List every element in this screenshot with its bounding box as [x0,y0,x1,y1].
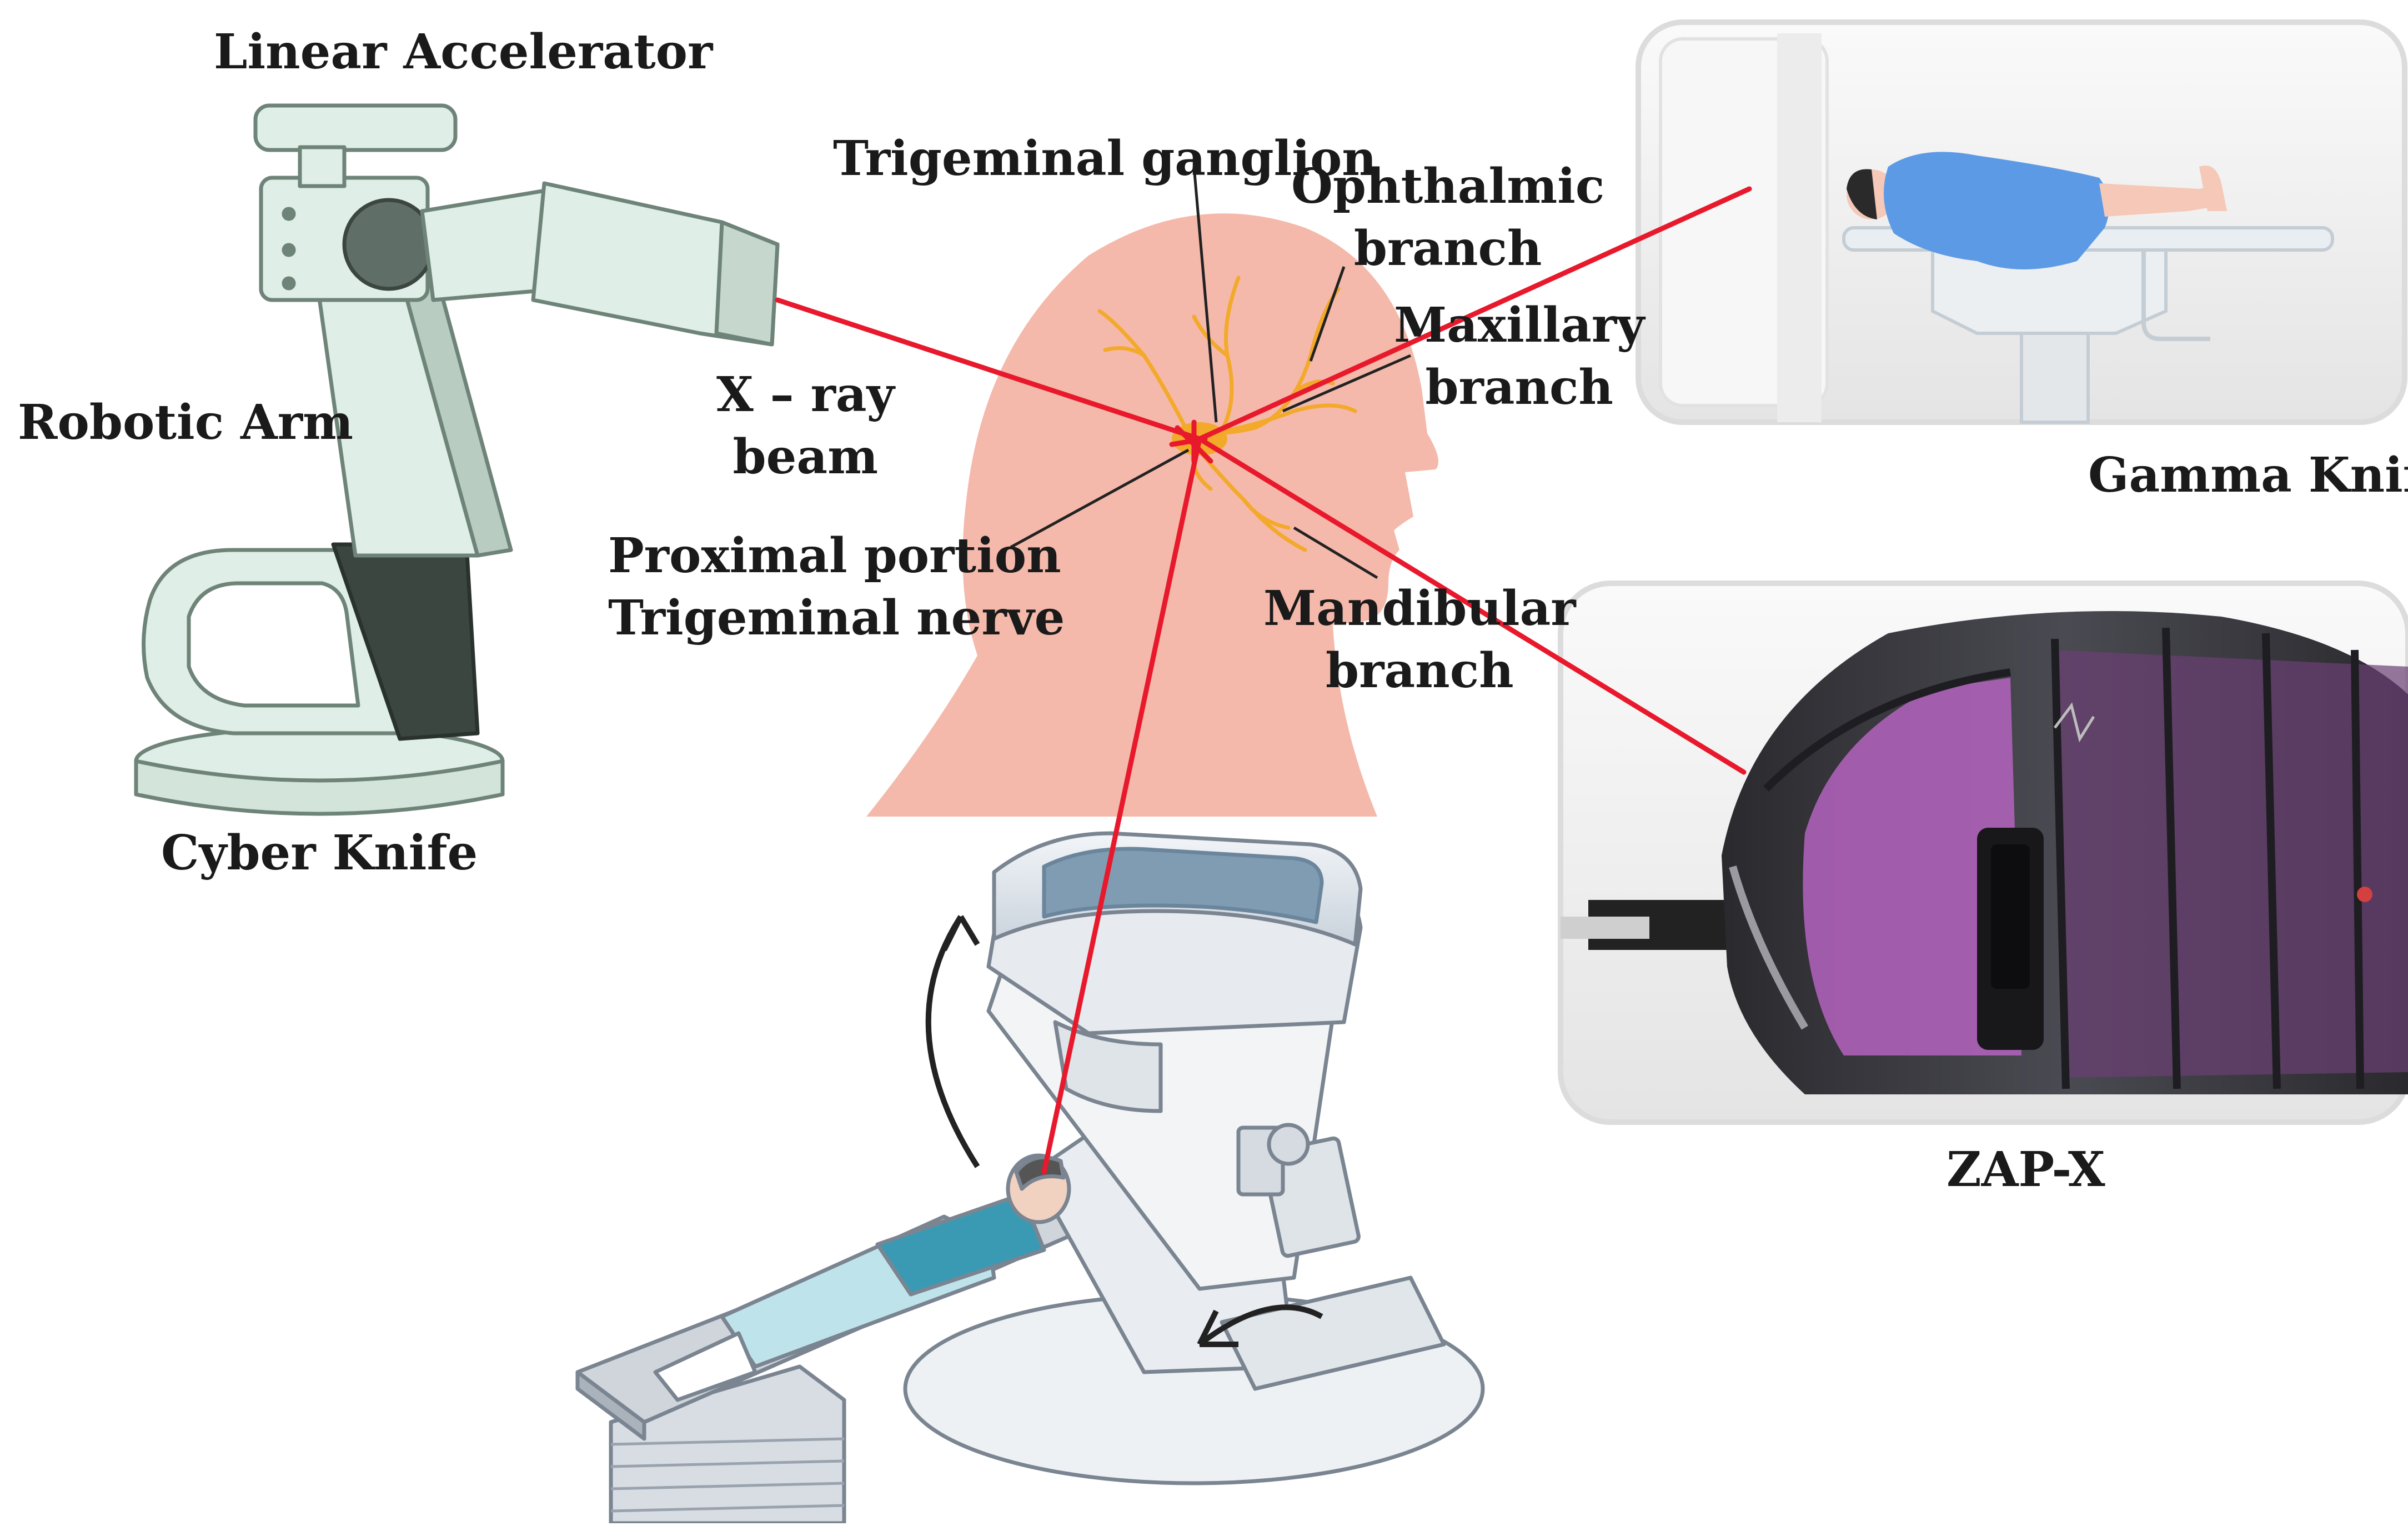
head-profile [866,213,1438,817]
label-mandibular-line1: Mandibular [1263,581,1576,637]
label-ophthalmic-line2: branch [1353,220,1542,277]
label-ophthalmic-branch: Ophthalmic branch [1291,156,1604,280]
label-mandibular-branch: Mandibular branch [1263,578,1576,702]
zap-x-purple-window [1803,678,2021,1055]
label-robotic-arm: Robotic Arm [18,394,354,451]
label-xray-beam-line1: X – ray [716,367,895,423]
xray-beams [775,186,1752,1175]
label-linear-accelerator: Linear Accelerator [214,24,713,80]
label-ophthalmic-line1: Ophthalmic [1291,158,1605,214]
cyber-knife-top-cap [253,103,458,152]
label-proximal-line2: Trigeminal nerve [608,589,1065,646]
label-xray-beam: X – ray beam [716,364,895,488]
label-proximal-line1: Proximal portion [608,528,1061,584]
beam-from-gamma-knife [1197,186,1752,442]
cyber-knife-base-side [134,759,505,816]
label-maxillary-branch: Maxillary branch [1394,294,1644,419]
leader-maxillary [1282,354,1411,413]
zap-x-machine [1558,581,2408,1125]
label-trigeminal-ganglion: Trigeminal ganglion [833,131,1377,187]
cyber-knife-joint [342,198,435,291]
label-maxillary-line1: Maxillary [1394,297,1645,353]
beam-from-cyber-knife [775,297,1202,442]
head-silhouette [866,213,1438,817]
beam-from-zap-x [1197,436,1747,775]
leader-lines [1010,166,1411,579]
leader-trigeminal-ganglion [1192,166,1218,423]
cyber-knife-machine [134,103,780,816]
couch-patient-legs [653,1331,757,1402]
leader-ophthalmic [1309,266,1346,362]
label-zap-x: ZAP-X [1947,1142,2105,1198]
label-cyber-knife: Cyber Knife [161,825,478,881]
label-mandibular-line2: branch [1326,642,1514,699]
label-gamma-knife: Gamma Knif [2088,447,2408,503]
rotation-arrow-left [925,915,980,1168]
gamma-knife-machine [1636,19,2407,425]
beam-from-linac [1041,436,1202,1175]
leader-mandibular [1293,526,1378,579]
leader-proximal [1010,448,1190,549]
gamma-patient-gown [1884,152,2109,269]
label-maxillary-line2: branch [1425,359,1613,416]
label-xray-beam-line2: beam [733,428,879,485]
linac-gantry-machine [575,831,1485,1525]
rotation-arrow-right [1197,1304,1323,1347]
label-proximal-trigeminal: Proximal portion Trigeminal nerve [608,525,1065,649]
rotation-arrows [925,915,1323,1347]
